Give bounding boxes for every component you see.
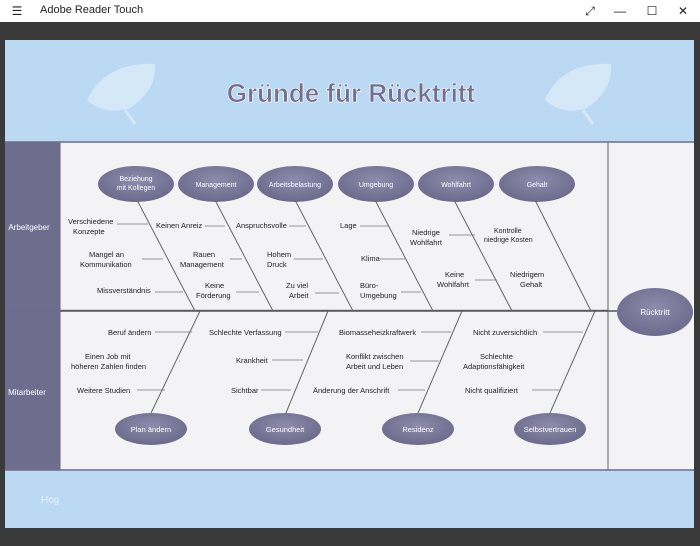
row-header-bottom xyxy=(5,311,60,470)
svg-text:Residenz: Residenz xyxy=(402,425,434,434)
document-page: Gründe für Rücktritt Arbeitgeber Mitarbe… xyxy=(5,40,694,528)
top-bones xyxy=(136,199,592,312)
cause-text: Adaptionsfähigkeit xyxy=(463,362,525,371)
row-label-mitarbeiter: Mitarbeiter xyxy=(8,388,46,397)
svg-text:Umgebung: Umgebung xyxy=(359,182,393,189)
cause-text: Verschiedene xyxy=(68,217,113,226)
svg-text:Plan ändern: Plan ändern xyxy=(131,425,171,434)
cause-text: Wohlfahrt xyxy=(437,280,470,289)
cause-text: Krankheit xyxy=(236,356,269,365)
cause-text: Beruf ändern xyxy=(108,328,151,337)
cause-text: Konzepte xyxy=(73,227,105,236)
fishbone-diagram: Gründe für Rücktritt Arbeitgeber Mitarbe… xyxy=(5,63,694,506)
hamburger-icon[interactable]: ☰ xyxy=(11,4,23,18)
bottom-bones xyxy=(150,310,596,414)
close-icon[interactable]: ✕ xyxy=(677,4,689,18)
cause-text: Mangel an xyxy=(89,250,124,259)
cause-text: Kommunikation xyxy=(80,260,132,269)
row-header-top xyxy=(5,142,60,310)
cause-text: Schlechte Verfassung xyxy=(209,328,282,337)
cause-text: niedrige Kosten xyxy=(484,237,533,244)
cause-text: Einen Job mit xyxy=(85,352,131,361)
leaf-decoration-left-icon xyxy=(87,63,156,125)
svg-text:Arbeitsbelastung: Arbeitsbelastung xyxy=(269,182,321,189)
category-plan-aendern: Plan ändern xyxy=(115,413,187,445)
cause-text: Wohlfahrt xyxy=(410,238,443,247)
svg-text:mit Kollegen: mit Kollegen xyxy=(117,185,156,192)
cause-text: Arbeit xyxy=(289,291,310,300)
category-gehalt: Gehalt xyxy=(499,166,575,202)
cause-text: Anspruchsvolle xyxy=(236,221,287,230)
category-residenz: Residenz xyxy=(382,413,454,445)
cause-text: Konflikt zwischen xyxy=(346,352,404,361)
cause-text: Biomasseheizkraftwerk xyxy=(339,328,416,337)
cause-text: Gehalt xyxy=(520,280,543,289)
cause-text: Druck xyxy=(267,260,287,269)
cause-text: Nicht zuversichtlich xyxy=(473,328,537,337)
category-umgebung: Umgebung xyxy=(338,166,414,202)
category-gesundheit: Gesundheit xyxy=(249,413,321,445)
svg-text:Rücktritt: Rücktritt xyxy=(640,308,670,317)
svg-text:Gesundheit: Gesundheit xyxy=(266,425,305,434)
leaf-decoration-right-icon xyxy=(545,63,612,125)
cause-text: Kontrolle xyxy=(494,228,522,235)
app-title: Adobe Reader Touch xyxy=(40,4,144,16)
cause-text: Sichtbar xyxy=(231,386,259,395)
cause-text: Lage xyxy=(340,221,357,230)
cause-text: Rauen xyxy=(193,250,215,259)
svg-text:Wohlfahrt: Wohlfahrt xyxy=(441,182,471,189)
cause-text: Umgebung xyxy=(360,291,397,300)
footer-watermark: Hog xyxy=(41,495,59,506)
minimize-icon[interactable]: — xyxy=(614,4,626,18)
cause-text: Zu viel xyxy=(286,281,308,290)
diagram-title: Gründe für Rücktritt xyxy=(227,78,476,108)
cause-text: Missverständnis xyxy=(97,286,151,295)
cause-text: Keine xyxy=(205,281,224,290)
category-selbstvertrauen: Selbstvertrauen xyxy=(514,413,586,445)
row-label-arbeitgeber: Arbeitgeber xyxy=(8,223,50,232)
svg-text:Management: Management xyxy=(196,182,237,189)
cause-text: Niedrigem xyxy=(510,270,544,279)
svg-text:Selbstvertrauen: Selbstvertrauen xyxy=(524,425,577,434)
cause-text: Niedrige xyxy=(412,228,440,237)
cause-text: Arbeit und Leben xyxy=(346,362,403,371)
cause-text: Büro- xyxy=(360,281,379,290)
maximize-icon[interactable]: ☐ xyxy=(646,4,658,18)
svg-text:Beziehung: Beziehung xyxy=(119,176,152,183)
effect-head: Rücktritt xyxy=(617,288,693,336)
cause-text: Keine xyxy=(445,270,464,279)
category-arbeitsbelastung: Arbeitsbelastung xyxy=(257,166,333,202)
expand-icon[interactable]: ⤢ xyxy=(585,3,595,18)
cause-text: Nicht qualifiziert xyxy=(465,386,519,395)
cause-text: Management xyxy=(180,260,225,269)
category-management: Management xyxy=(178,166,254,202)
cause-text: Hohem xyxy=(267,250,291,259)
cause-text: Weitere Studien xyxy=(77,386,130,395)
cause-text: Klima xyxy=(361,254,381,263)
cause-text: höheren Zahlen finden xyxy=(71,362,146,371)
title-bar: ☰ Adobe Reader Touch ⤢ — ☐ ✕ xyxy=(0,0,700,22)
category-wohlfahrt: Wohlfahrt xyxy=(418,166,494,202)
cause-text: Schlechte xyxy=(480,352,513,361)
cause-text: Änderung der Anschrift xyxy=(313,386,390,395)
svg-text:Gehalt: Gehalt xyxy=(527,182,548,189)
cause-text: Keinen Anreiz xyxy=(156,221,203,230)
category-beziehung: Beziehung mit Kollegen xyxy=(98,166,174,202)
cause-text: Förderung xyxy=(196,291,231,300)
